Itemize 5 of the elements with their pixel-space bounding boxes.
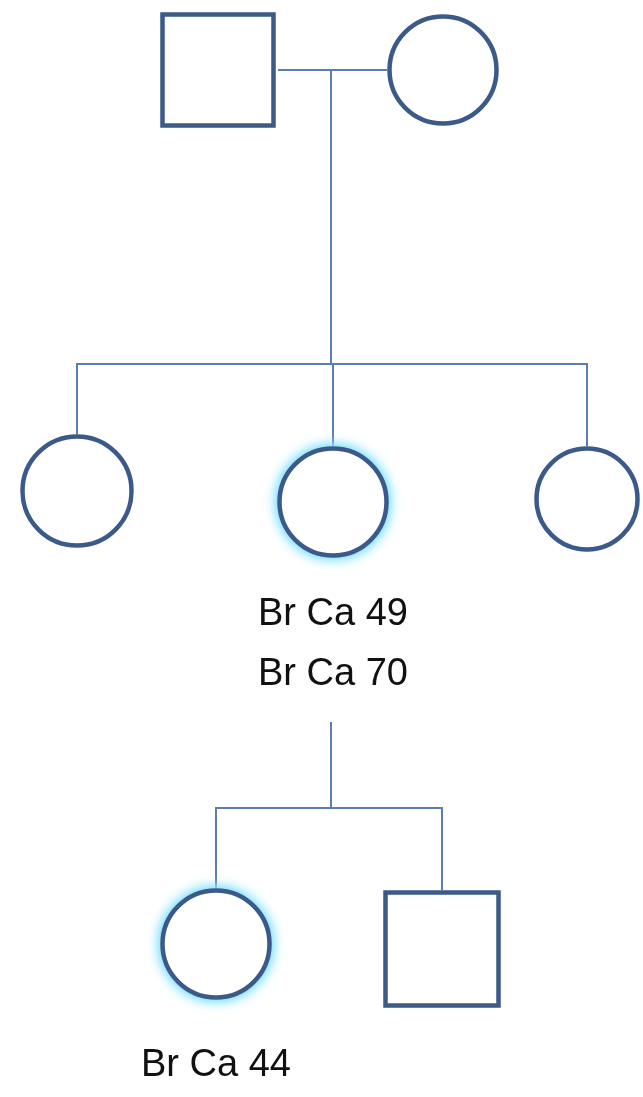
diagnosis-label: Br Ca 70	[258, 650, 408, 695]
diagnosis-label: Br Ca 44	[141, 1041, 291, 1086]
pedigree-line	[330, 721, 443, 891]
pedigree-line	[330, 69, 588, 447]
diagnosis-label: Br Ca 49	[258, 590, 408, 635]
